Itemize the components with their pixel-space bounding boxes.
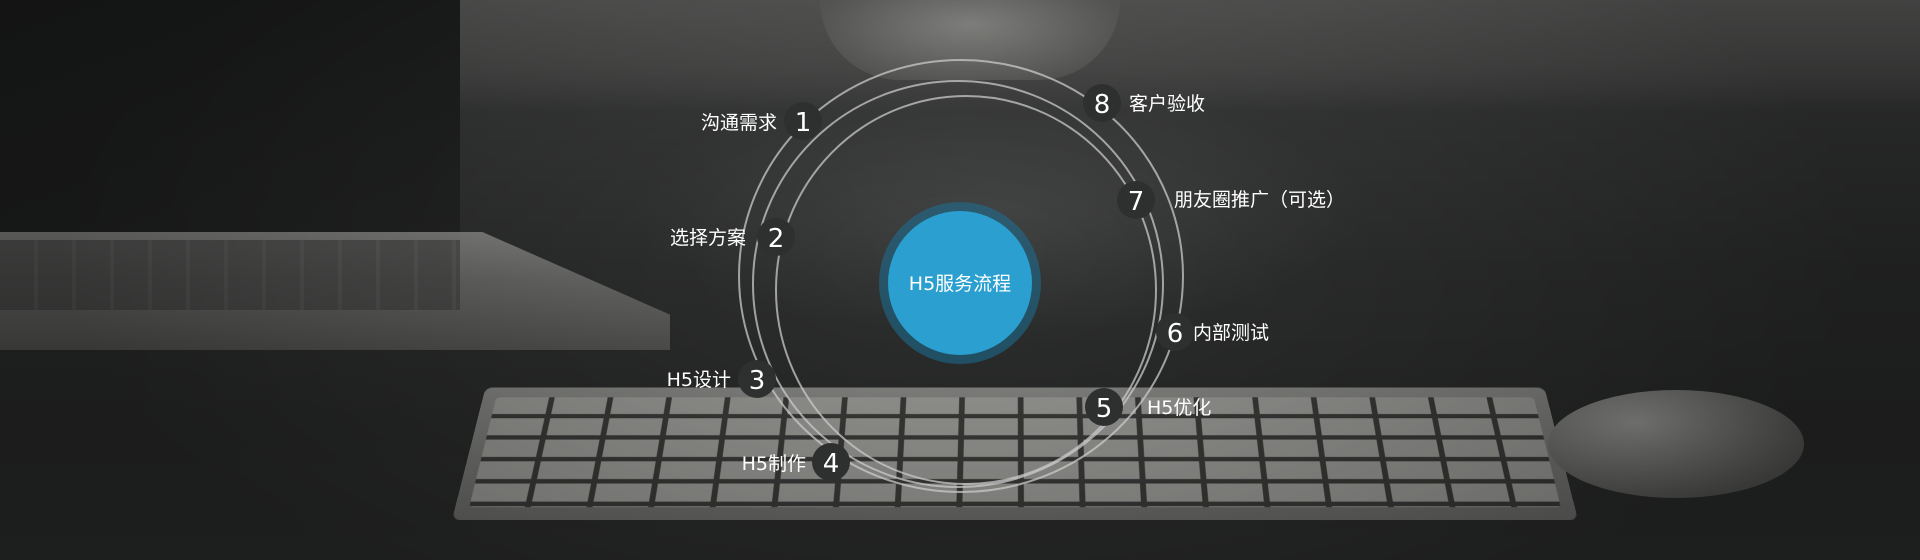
step-badge	[757, 218, 795, 256]
step-label: 内部测试	[1193, 322, 1269, 344]
step-label: 选择方案	[670, 227, 746, 249]
step-3: 3 H5设计	[667, 360, 776, 398]
step-number: 8	[1094, 90, 1111, 120]
center-node: H5服务流程	[879, 202, 1041, 364]
middle-ring	[752, 80, 1164, 488]
step-badge	[738, 360, 776, 398]
step-number: 4	[823, 449, 840, 479]
center-node-circle	[888, 211, 1032, 355]
step-8: 8 客户验收	[1083, 84, 1205, 122]
step-badge	[784, 102, 822, 140]
step-badge	[1085, 388, 1123, 426]
step-badge	[812, 443, 850, 481]
inner-ring	[775, 95, 1157, 485]
center-node-label: H5服务流程	[909, 273, 1011, 295]
step-badge	[1083, 84, 1121, 122]
step-number: 7	[1128, 187, 1145, 217]
step-label: 沟通需求	[701, 112, 777, 134]
background-mouse	[1548, 390, 1804, 498]
step-5: 5 H5优化	[1085, 388, 1211, 426]
step-label: H5优化	[1147, 397, 1211, 419]
step-badge	[1156, 313, 1194, 351]
step-4: 4 H5制作	[742, 443, 850, 481]
step-label: 客户验收	[1129, 93, 1205, 115]
background-lamp	[820, 0, 1120, 80]
step-2: 2 选择方案	[670, 218, 795, 256]
step-label: H5制作	[742, 453, 806, 475]
background-wall	[440, 0, 1920, 110]
step-label: H5设计	[667, 369, 731, 391]
step-7: 7 朋友圈推广（可选）	[1117, 181, 1345, 219]
background-laptop-screen	[0, 0, 460, 245]
step-6: 6 内部测试	[1156, 313, 1269, 351]
step-number: 3	[749, 366, 766, 396]
process-rings	[738, 59, 1184, 493]
step-number: 1	[795, 108, 812, 138]
step-1: 1 沟通需求	[701, 102, 822, 140]
step-number: 6	[1167, 319, 1184, 349]
step-badge	[1117, 181, 1155, 219]
background-laptop-keys	[0, 240, 460, 310]
outer-ring	[738, 59, 1184, 493]
step-number: 2	[768, 224, 785, 254]
step-label: 朋友圈推广（可选）	[1174, 189, 1345, 211]
step-number: 5	[1096, 394, 1113, 424]
